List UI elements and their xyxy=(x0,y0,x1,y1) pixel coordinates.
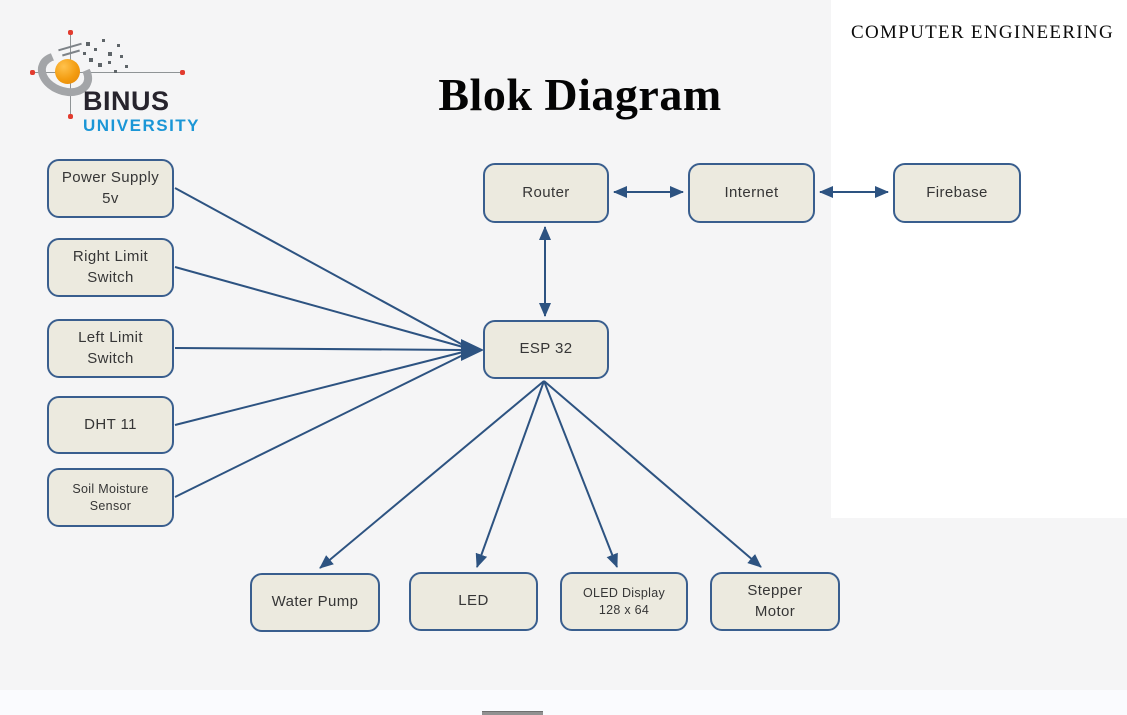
logo-pixel xyxy=(108,61,111,64)
node-dht11: DHT 11 xyxy=(47,396,174,454)
edge-esp32-oled xyxy=(543,380,618,568)
edge-soil-moisture-esp32 xyxy=(174,354,464,498)
node-internet: Internet xyxy=(688,163,815,223)
bottom-gray-bar xyxy=(482,711,543,715)
node-firebase: Firebase xyxy=(893,163,1021,223)
edge-esp32-led xyxy=(475,380,545,568)
logo-pixel xyxy=(125,65,128,68)
logo-pixel xyxy=(83,52,86,55)
binus-logo: BINUS UNIVERSITY xyxy=(28,26,218,144)
edge-right-limit-esp32 xyxy=(174,266,464,348)
node-water-pump: Water Pump xyxy=(250,573,380,632)
logo-pixel xyxy=(108,52,112,56)
edge-dht11-esp32 xyxy=(174,351,464,426)
converging-arrowhead xyxy=(461,339,484,361)
logo-crosshair-horizontal xyxy=(32,72,183,73)
edge-esp32-water-pump xyxy=(319,380,545,569)
logo-red-dot xyxy=(30,70,35,75)
logo-pixel xyxy=(98,63,102,67)
logo-pixel xyxy=(120,55,123,58)
logo-pixel xyxy=(117,44,120,47)
node-esp32: ESP 32 xyxy=(483,320,609,379)
program-label: COMPUTER ENGINEERING xyxy=(851,22,1114,43)
edge-left-limit-esp32 xyxy=(174,347,464,351)
logo-orange-ball xyxy=(55,59,80,84)
logo-text-university: UNIVERSITY xyxy=(83,116,201,135)
logo-pixel xyxy=(89,58,93,62)
logo-pixel xyxy=(114,70,117,73)
node-left-limit-switch: Left Limit Switch xyxy=(47,319,174,378)
logo-text-binus: BINUS xyxy=(83,86,170,116)
logo-red-dot xyxy=(68,114,73,119)
node-soil-moisture-sensor: Soil Moisture Sensor xyxy=(47,468,174,527)
header-white-panel xyxy=(831,0,1127,518)
logo-pixel xyxy=(102,39,105,42)
bottom-band xyxy=(0,690,1127,715)
node-right-limit-switch: Right Limit Switch xyxy=(47,238,174,297)
edge-esp32-stepper xyxy=(543,380,762,568)
node-power-supply: Power Supply 5v xyxy=(47,159,174,218)
logo-red-dot xyxy=(180,70,185,75)
node-oled-display: OLED Display 128 x 64 xyxy=(560,572,688,631)
edge-power-supply-esp32 xyxy=(174,187,464,346)
page-title: Blok Diagram xyxy=(438,69,722,120)
logo-pixel xyxy=(94,48,97,51)
node-stepper-motor: Stepper Motor xyxy=(710,572,840,631)
node-led: LED xyxy=(409,572,538,631)
logo-pixel xyxy=(86,42,90,46)
node-router: Router xyxy=(483,163,609,223)
logo-red-dot xyxy=(68,30,73,35)
